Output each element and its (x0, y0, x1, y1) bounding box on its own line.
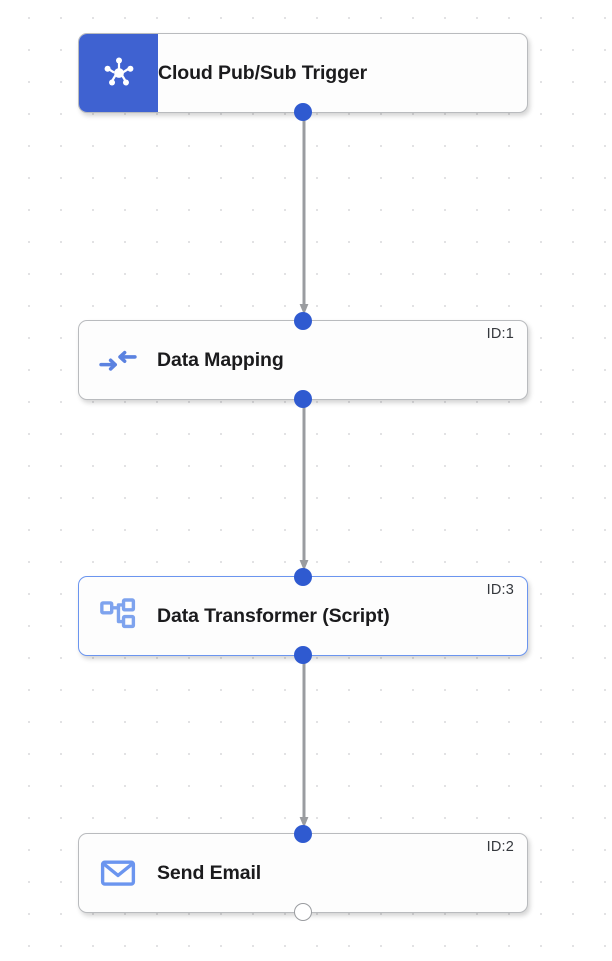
node-id-badge: ID:1 (486, 326, 514, 342)
node-title: Send Email (157, 861, 262, 884)
node-title: Data Mapping (157, 348, 284, 371)
output-port[interactable] (294, 903, 312, 921)
output-port[interactable] (294, 390, 312, 408)
output-port[interactable] (294, 646, 312, 664)
data-mapping-arrows-icon (79, 321, 157, 399)
input-port[interactable] (294, 568, 312, 586)
node-send-email[interactable]: Send Email ID:2 (78, 825, 528, 921)
input-port[interactable] (294, 825, 312, 843)
input-port[interactable] (294, 312, 312, 330)
node-cloud-pubsub-trigger[interactable]: Cloud Pub/Sub Trigger (78, 33, 528, 121)
node-data-transformer-script[interactable]: Data Transformer (Script) ID:3 (78, 568, 528, 664)
node-data-mapping[interactable]: Data Mapping ID:1 (78, 312, 528, 408)
node-tree-script-icon (79, 577, 157, 655)
node-id-badge: ID:3 (486, 582, 514, 598)
node-title: Cloud Pub/Sub Trigger (158, 61, 368, 84)
pubsub-hub-spoke-icon (79, 34, 158, 112)
node-title: Data Transformer (Script) (157, 604, 390, 627)
node-id-badge: ID:2 (486, 839, 514, 855)
output-port[interactable] (294, 103, 312, 121)
envelope-icon (79, 834, 157, 912)
